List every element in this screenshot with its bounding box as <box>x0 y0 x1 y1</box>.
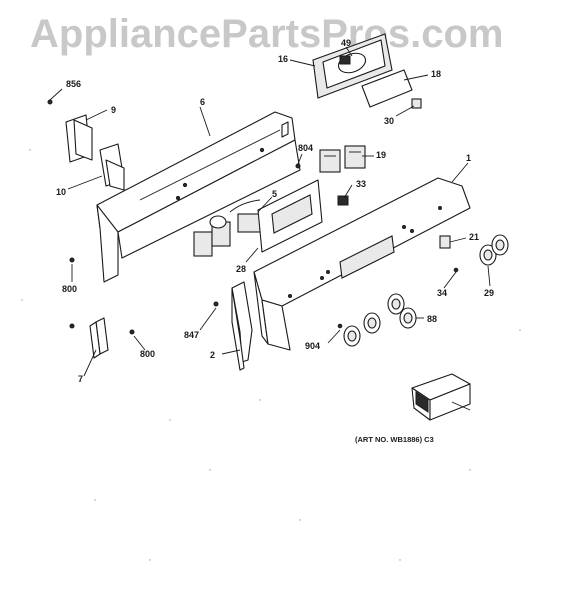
callout-16: 16 <box>278 54 288 64</box>
part-904-screw <box>337 323 343 329</box>
callout-88: 88 <box>427 314 437 324</box>
part-2-end-cap <box>231 281 253 371</box>
callout-1: 1 <box>466 153 471 163</box>
part-804-screw <box>295 163 301 169</box>
callout-28: 28 <box>236 264 246 274</box>
callout-labels: 856 9 6 16 49 18 30 10 804 19 1 33 5 21 … <box>56 38 494 384</box>
part-29-knobs <box>479 234 509 266</box>
callout-904: 904 <box>305 341 320 351</box>
leader-lines <box>49 46 491 411</box>
callout-21: 21 <box>469 232 479 242</box>
callout-800-upper: 800 <box>62 284 77 294</box>
part-800-screw-right <box>129 329 135 335</box>
callout-847: 847 <box>184 330 199 340</box>
callout-804: 804 <box>298 143 313 153</box>
part-28-switch-panel <box>257 179 323 253</box>
callout-2: 2 <box>210 350 215 360</box>
callout-9: 9 <box>111 105 116 115</box>
callout-49: 49 <box>341 38 351 48</box>
callout-29: 29 <box>484 288 494 298</box>
part-18-clock-lens <box>361 69 413 108</box>
callout-33: 33 <box>356 179 366 189</box>
callout-19: 19 <box>376 150 386 160</box>
callout-800-lower: 800 <box>140 349 155 359</box>
parts-kit-box <box>411 373 471 421</box>
part-19-switches <box>319 145 366 173</box>
part-16-clock-housing <box>312 33 393 99</box>
part-847-screw <box>213 301 219 307</box>
scan-specks <box>21 149 521 561</box>
part-30-clock-knob <box>411 98 422 109</box>
callout-18: 18 <box>431 69 441 79</box>
callout-30: 30 <box>384 116 394 126</box>
watermark-logo: AppliancePartsPros.com <box>30 12 504 56</box>
part-1-control-panel <box>253 177 471 351</box>
callout-856: 856 <box>66 79 81 89</box>
part-21-indicator-light <box>439 235 451 249</box>
callout-10: 10 <box>56 187 66 197</box>
part-34-screw <box>453 267 459 273</box>
part-9-side-bracket <box>65 114 93 163</box>
callout-5: 5 <box>272 189 277 199</box>
callout-7: 7 <box>78 374 83 384</box>
callout-34: 34 <box>437 288 447 298</box>
part-800-screw-lower <box>69 323 75 329</box>
part-856-screw <box>47 99 53 105</box>
part-88-knobs <box>343 293 417 347</box>
part-800-screw-upper <box>69 257 75 263</box>
part-10-side-bracket <box>99 143 125 191</box>
part-5-switch-assembly <box>193 199 261 257</box>
part-7-bracket <box>89 317 109 359</box>
part-6-rear-bracket <box>96 111 301 283</box>
part-33-clip <box>337 195 349 206</box>
art-number-caption: (ART NO. WB1886) C3 <box>355 435 434 444</box>
callout-6: 6 <box>200 97 205 107</box>
